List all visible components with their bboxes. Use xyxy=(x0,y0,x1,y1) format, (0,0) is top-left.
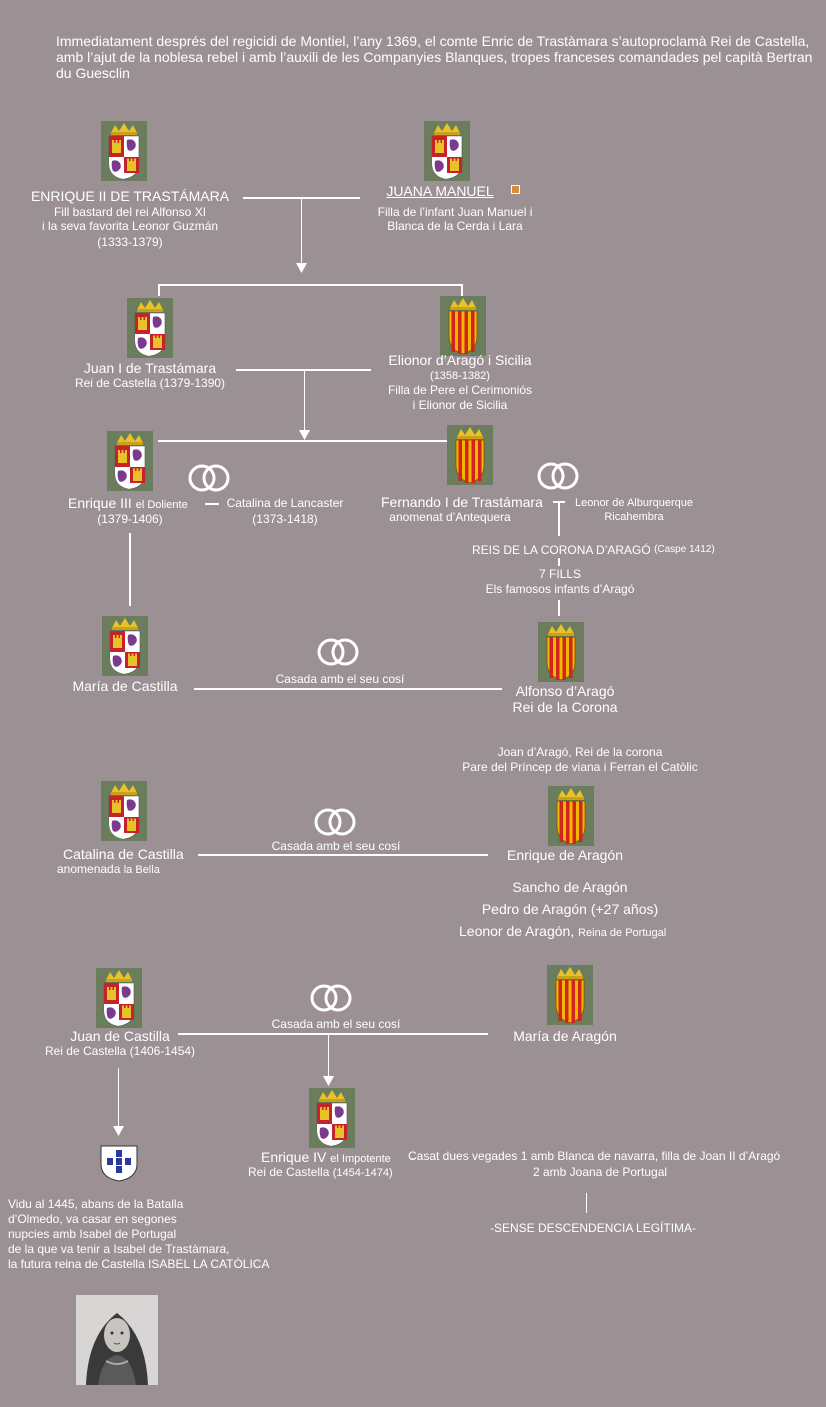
enrique3-years: (1379-1406) xyxy=(97,512,163,526)
casada-label: Casada amb el seu cosí xyxy=(275,672,405,686)
marriage-line xyxy=(178,1033,488,1035)
wedding-rings-icon xyxy=(535,460,581,492)
fills-count: 7 FILLS xyxy=(538,567,582,581)
aragon-coat-of-arms-icon xyxy=(548,786,594,846)
catalina-lancaster-name: Catalina de Lancaster xyxy=(226,496,344,510)
joan-arago-desc: Pare del Príncep de viana i Ferran el Ca… xyxy=(462,760,698,774)
castile-coat-of-arms-icon xyxy=(102,616,148,676)
juan-castilla-name: Juan de Castilla xyxy=(70,1028,170,1044)
castile-coat-of-arms-icon xyxy=(127,298,173,358)
juana-desc-1: Filla de l’infant Juan Manuel i xyxy=(377,205,533,219)
castile-coat-of-arms-icon xyxy=(107,431,153,491)
enrique2-desc-2: i la seva favorita Leonor Guzmán xyxy=(41,219,219,233)
vidu-5: la futura reina de Castella ISABEL LA CA… xyxy=(8,1257,270,1271)
maria-castilla-name: María de Castilla xyxy=(72,678,178,694)
elionor-desc-1: Filla de Pere el Cerimoniós xyxy=(387,383,533,397)
marriage-line xyxy=(553,501,565,503)
leonor-alburquerque-name: Leonor de Alburquerque xyxy=(574,497,694,509)
sancho-aragon: Sancho de Aragón xyxy=(512,879,628,895)
pedro-aragon: Pedro de Aragón (+27 años) xyxy=(481,901,659,917)
sense-descendencia: -SENSE DESCENDENCIA LEGÍTIMA- xyxy=(490,1221,697,1235)
fernando-name: Fernando I de Trastámara xyxy=(381,494,543,510)
descent-line xyxy=(118,1068,119,1128)
elionor-years: (1358-1382) xyxy=(430,370,490,382)
juan1-name: Juan I de Trastámara xyxy=(83,360,217,376)
enrique2-years: (1333-1379) xyxy=(97,235,163,249)
wedding-rings-icon xyxy=(186,462,232,494)
arrow-down-icon xyxy=(323,1076,334,1086)
catalina-castilla-title: anomenada la Bella xyxy=(57,862,160,876)
castile-coat-of-arms-icon xyxy=(96,968,142,1028)
wedding-rings-icon xyxy=(308,982,354,1014)
link-marker-icon xyxy=(511,185,520,194)
castile-coat-of-arms-icon xyxy=(309,1088,355,1148)
branch-line xyxy=(158,284,160,296)
marriage-line xyxy=(205,503,219,505)
enrique-aragon-name: Enrique de Aragón xyxy=(507,847,623,863)
casada-label: Casada amb el seu cosí xyxy=(271,839,401,853)
vidu-3: nupcies amb Isabel de Portugal xyxy=(8,1227,177,1241)
casat-2: 2 amb Joana de Portugal xyxy=(532,1165,668,1179)
catalina-castilla-name: Catalina de Castilla xyxy=(63,846,184,862)
alfonso-title: Rei de la Corona xyxy=(512,699,618,715)
infants-arago: Els famosos infants d’Aragó xyxy=(485,582,635,596)
marriage-line xyxy=(410,1158,416,1159)
castile-coat-of-arms-icon xyxy=(101,781,147,841)
descent-line xyxy=(558,600,560,616)
intro-text: Immediatament després del regicidi de Mo… xyxy=(56,33,813,81)
juan1-title: Rei de Castella (1379-1390) xyxy=(74,376,226,390)
catalina-lancaster-years: (1373-1418) xyxy=(252,512,318,526)
descent-line xyxy=(129,533,131,606)
reis-corona-arago: REIS DE LA CORONA D’ARAGÓ (Caspe 1412) xyxy=(472,543,715,557)
alfonso-name: Alfonso d’Aragó xyxy=(515,683,615,699)
branch-line xyxy=(461,284,463,296)
aragon-coat-of-arms-icon xyxy=(538,622,584,682)
casat-1: Casat dues vegades 1 amb Blanca de navar… xyxy=(408,1149,781,1163)
vidu-4: de la que va tenir a Isabel de Trastàmar… xyxy=(8,1242,230,1256)
arrow-down-icon xyxy=(113,1126,124,1136)
elionor-name: Elionor d’Aragó i Sicilia xyxy=(388,352,532,368)
marriage-line xyxy=(236,369,371,371)
enrique2-name: ENRIQUE II DE TRASTÁMARA xyxy=(30,188,230,204)
branch-line xyxy=(158,440,448,442)
portugal-coat-of-arms-icon xyxy=(100,1145,138,1182)
arrow-down-icon xyxy=(299,430,310,440)
descent-line xyxy=(558,558,560,566)
leonor-alburquerque-title: Ricahembra xyxy=(604,511,664,523)
juana-desc-2: Blanca de la Cerda i Lara xyxy=(387,219,523,233)
descent-line xyxy=(586,1193,587,1213)
enrique2-desc-1: Fill bastard del rei Alfonso XI xyxy=(53,205,207,219)
castile-coat-of-arms-icon xyxy=(424,121,470,181)
isabel-portrait-image xyxy=(76,1295,158,1385)
descent-line xyxy=(301,198,302,265)
marriage-line xyxy=(198,854,488,856)
juana-name[interactable]: JUANA MANUEL xyxy=(386,183,494,199)
leonor-aragon: Leonor de Aragón, Reina de Portugal xyxy=(459,923,667,939)
wedding-rings-icon xyxy=(312,806,358,838)
enrique3-name: Enrique III el Doliente xyxy=(68,495,188,511)
joan-arago: Joan d’Aragó, Rei de la corona xyxy=(497,745,663,759)
vidu-1: Vidu al 1445, abans de la Batalla xyxy=(8,1197,184,1211)
elionor-desc-2: i Elionor de Sicilia xyxy=(412,398,508,412)
marriage-line xyxy=(194,688,502,690)
fernando-title: anomenat d’Antequera xyxy=(389,510,511,524)
aragon-coat-of-arms-icon xyxy=(547,965,593,1025)
vidu-2: d’Olmedo, va casar en segones xyxy=(8,1212,177,1226)
arrow-down-icon xyxy=(296,263,307,273)
casada-label: Casada amb el seu cosí xyxy=(271,1017,401,1031)
enrique4-name: Enrique IV el Impotente xyxy=(261,1149,391,1165)
wedding-rings-icon xyxy=(315,636,361,668)
branch-line xyxy=(158,284,463,286)
enrique4-title: Rei de Castella (1454-1474) xyxy=(248,1165,393,1179)
descent-line xyxy=(304,370,305,432)
maria-aragon-name: María de Aragón xyxy=(513,1028,617,1044)
descent-line xyxy=(558,503,560,536)
aragon-coat-of-arms-icon xyxy=(440,296,486,356)
juan-castilla-title: Rei de Castella (1406-1454) xyxy=(44,1044,196,1058)
aragon-coat-of-arms-icon xyxy=(447,425,493,485)
descent-line xyxy=(328,1034,329,1078)
castile-coat-of-arms-icon xyxy=(101,121,147,181)
